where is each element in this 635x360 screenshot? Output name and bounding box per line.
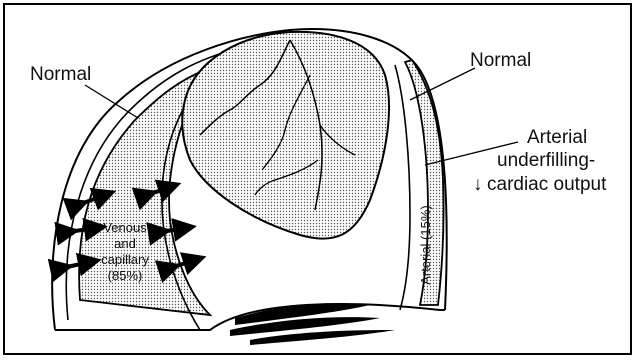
label-venous-line3: capillary [101,252,149,267]
leader-normal-left [85,85,138,118]
label-normal-left: Normal [30,64,91,85]
label-down-arrow: ↓ [473,174,483,195]
label-venous-line4: (85%) [108,268,143,283]
label-arterial-line1: Arterial [527,127,587,148]
arterial-inner-wall [395,65,410,310]
label-arterial-vertical: Arterial (15%) [418,205,433,284]
label-venous-line2: and [114,236,136,251]
diaphragm [230,303,395,345]
label-arterial-line2: underfilling- [497,150,595,171]
label-arterial-line3: cardiac output [487,174,607,195]
heart [182,32,389,239]
label-normal-right: Normal [470,50,531,71]
label-venous-line1: Venous [103,220,147,235]
